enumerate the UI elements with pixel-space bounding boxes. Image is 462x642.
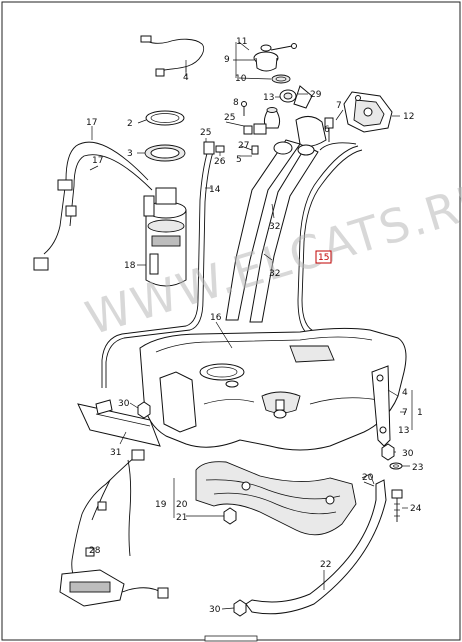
callout-labels: 4 11 9 10 8 13 29 7 6 12 2 3 17 17 25 25… xyxy=(86,37,423,615)
part-29-vent-valve xyxy=(279,85,313,109)
part-fuel-tank xyxy=(139,327,407,451)
part-27-bolt xyxy=(251,145,259,155)
callout-19: 19 xyxy=(155,500,167,510)
callout-29: 29 xyxy=(310,90,322,100)
highlight-box-15 xyxy=(315,250,332,264)
part-31-heat-shield xyxy=(77,399,161,447)
bottom-tab xyxy=(204,635,258,642)
callout-22: 22 xyxy=(320,560,331,570)
part-26-clip xyxy=(215,145,225,153)
part-7-bolt xyxy=(324,117,334,142)
callout-3: 3 xyxy=(127,149,133,159)
callout-11: 11 xyxy=(236,37,247,47)
callout-12: 12 xyxy=(403,112,414,122)
callout-2: 2 xyxy=(127,119,133,129)
callout-24: 24 xyxy=(410,504,422,514)
callout-20-right: 20 xyxy=(362,473,374,483)
part-filler-neck xyxy=(225,116,357,323)
part-15-vent-hose xyxy=(297,145,363,351)
part-4-wire-harness xyxy=(140,35,205,77)
part-25-fitting xyxy=(203,123,267,155)
part-17-hose-set xyxy=(33,141,153,271)
part-24-bolt xyxy=(391,489,403,522)
part-20-underbody-shield xyxy=(195,461,357,536)
callout-16: 16 xyxy=(210,313,222,323)
part-23-washer xyxy=(389,462,403,470)
callout-13-top: 13 xyxy=(263,93,274,103)
callout-23: 23 xyxy=(412,463,423,473)
callout-31: 31 xyxy=(110,448,121,458)
callout-28: 28 xyxy=(89,546,101,556)
callout-9: 9 xyxy=(224,55,230,65)
callout-21: 21 xyxy=(176,513,187,523)
part-28-wiring-harness xyxy=(59,449,169,607)
callout-4-right: 4 xyxy=(402,388,408,398)
callout-7-right: 7 xyxy=(402,408,408,418)
callout-25-left: 25 xyxy=(200,128,211,138)
part-1-tank-strap-bracket xyxy=(371,365,391,447)
part-6-bracket xyxy=(343,91,393,133)
part-8-screw xyxy=(241,101,247,116)
watermark-text: WWW.ELCATS.RU xyxy=(79,170,462,346)
callout-10: 10 xyxy=(235,74,247,84)
callout-26: 26 xyxy=(214,157,226,167)
callout-30-bottom: 30 xyxy=(209,605,221,615)
callout-25-right: 25 xyxy=(224,113,235,123)
callout-30-left: 30 xyxy=(118,399,130,409)
part-18-fuel-pump xyxy=(143,187,187,287)
callout-13-right: 13 xyxy=(398,426,409,436)
callout-32-upper: 32 xyxy=(269,222,280,232)
callout-17-lower: 17 xyxy=(92,156,103,166)
callout-1: 1 xyxy=(417,408,423,418)
callout-4: 4 xyxy=(183,73,189,83)
callout-17-upper: 17 xyxy=(86,118,97,128)
part-30-nut xyxy=(137,401,395,617)
callout-18: 18 xyxy=(124,261,136,271)
part-3-lock-ring xyxy=(144,144,186,162)
callout-8: 8 xyxy=(233,98,239,108)
callout-14: 14 xyxy=(209,185,221,195)
callout-7-top: 7 xyxy=(336,101,342,111)
callout-32-lower: 32 xyxy=(269,269,280,279)
part-13-valve xyxy=(263,107,281,129)
callout-6: 6 xyxy=(324,125,330,135)
callout-5: 5 xyxy=(236,155,242,165)
leader-lines xyxy=(89,41,413,610)
part-22-tank-strap xyxy=(245,473,387,615)
part-2-seal-ring xyxy=(145,110,185,126)
callout-27: 27 xyxy=(238,141,249,151)
callout-15-highlighted: 15 xyxy=(318,253,329,263)
part-14-fuel-line xyxy=(101,149,214,388)
part-9-filler-cap-assembly xyxy=(253,43,297,84)
callout-20-left: 20 xyxy=(176,500,188,510)
callout-30-right: 30 xyxy=(402,449,414,459)
